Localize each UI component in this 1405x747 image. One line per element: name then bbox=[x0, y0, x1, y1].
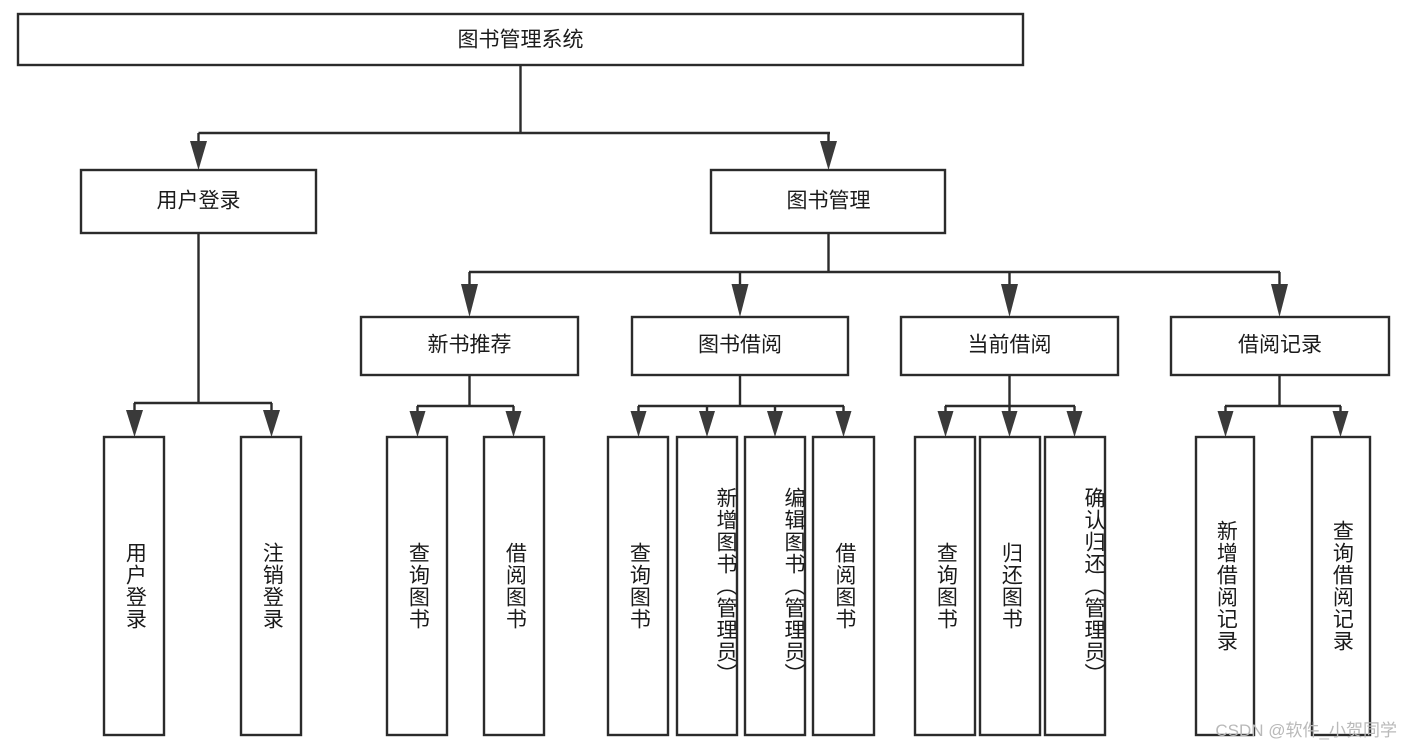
arrow-head-icon bbox=[731, 284, 749, 317]
node-borrow-record-box[interactable] bbox=[1169, 315, 1391, 377]
node-user-login[interactable]: 用户登录 bbox=[79, 168, 318, 235]
arrow-head-icon bbox=[699, 411, 715, 437]
node-user-login-label: 用户登录 bbox=[157, 190, 241, 213]
leaf-box-query-borrow-record[interactable] bbox=[1310, 435, 1372, 737]
leaf-box-add-book-admin[interactable] bbox=[675, 435, 739, 737]
node-root-box[interactable] bbox=[16, 12, 1025, 67]
connector-bookborrow-to-leaves bbox=[630, 375, 852, 437]
node-current-borrow-box[interactable] bbox=[899, 315, 1120, 377]
arrow-head-icon bbox=[820, 141, 837, 170]
leaf-box-query-book-newbook[interactable] bbox=[385, 435, 449, 737]
node-new-book-recommend[interactable]: 新书推荐 bbox=[359, 315, 580, 377]
leaf-box-borrow-book-newbook[interactable] bbox=[482, 435, 546, 737]
arrow-head-icon bbox=[937, 411, 954, 437]
arrow-head-icon bbox=[1001, 284, 1018, 317]
leaf-box-add-borrow-record[interactable] bbox=[1194, 435, 1256, 737]
arrow-head-icon bbox=[1001, 411, 1018, 437]
node-book-borrow-box[interactable] bbox=[630, 315, 850, 377]
node-root-label: 图书管理系统 bbox=[458, 29, 584, 52]
leaf-box-return-book[interactable] bbox=[978, 435, 1042, 737]
node-borrow-record-label: 借阅记录 bbox=[1238, 334, 1322, 357]
arrow-head-icon bbox=[263, 410, 280, 437]
node-book-management-box[interactable] bbox=[709, 168, 947, 235]
arrow-head-icon bbox=[126, 410, 143, 437]
arrow-head-icon bbox=[630, 411, 647, 437]
arrow-head-icon bbox=[461, 284, 478, 317]
connector-currentborrow-to-leaves bbox=[937, 375, 1083, 437]
arrow-head-icon bbox=[767, 411, 783, 437]
leaf-box-user-login[interactable] bbox=[102, 435, 166, 737]
node-book-borrow[interactable]: 图书借阅 bbox=[630, 315, 850, 377]
connector-userlogin-to-leaves bbox=[126, 233, 280, 437]
arrow-head-icon bbox=[505, 411, 522, 437]
node-book-management[interactable]: 图书管理 bbox=[709, 168, 947, 235]
leaf-box-logout[interactable] bbox=[239, 435, 303, 737]
node-new-book-recommend-label: 新书推荐 bbox=[428, 334, 512, 357]
leaf-box-confirm-return-admin[interactable] bbox=[1043, 435, 1107, 737]
leaf-box-query-book-current[interactable] bbox=[913, 435, 977, 737]
node-book-borrow-label: 图书借阅 bbox=[698, 334, 782, 357]
node-current-borrow[interactable]: 当前借阅 bbox=[899, 315, 1120, 377]
node-user-login-box[interactable] bbox=[79, 168, 318, 235]
connector-bookmgmt-to-level3 bbox=[461, 233, 1288, 317]
node-root-system[interactable]: 图书管理系统 bbox=[16, 12, 1025, 67]
node-current-borrow-label: 当前借阅 bbox=[968, 334, 1052, 357]
arrow-head-icon bbox=[1332, 411, 1349, 437]
arrow-head-icon bbox=[1066, 411, 1083, 437]
node-book-management-label: 图书管理 bbox=[787, 190, 871, 213]
csdn-watermark: CSDN @软件_小贺同学 bbox=[1215, 721, 1397, 740]
node-borrow-record[interactable]: 借阅记录 bbox=[1169, 315, 1391, 377]
leaf-box-query-book-borrow[interactable] bbox=[606, 435, 670, 737]
arrow-head-icon bbox=[409, 411, 426, 437]
leaf-box-edit-book-admin[interactable] bbox=[743, 435, 807, 737]
connector-newbook-to-leaves bbox=[409, 375, 522, 437]
leaf-box-borrow-book[interactable] bbox=[811, 435, 876, 737]
connector-borrowrecord-to-leaves bbox=[1217, 375, 1349, 437]
node-new-book-recommend-box[interactable] bbox=[359, 315, 580, 377]
connector-root-to-level2 bbox=[190, 65, 837, 170]
arrow-head-icon bbox=[190, 141, 207, 170]
arrow-head-icon bbox=[1271, 284, 1288, 317]
arrow-head-icon bbox=[835, 411, 852, 437]
arrow-head-icon bbox=[1217, 411, 1234, 437]
